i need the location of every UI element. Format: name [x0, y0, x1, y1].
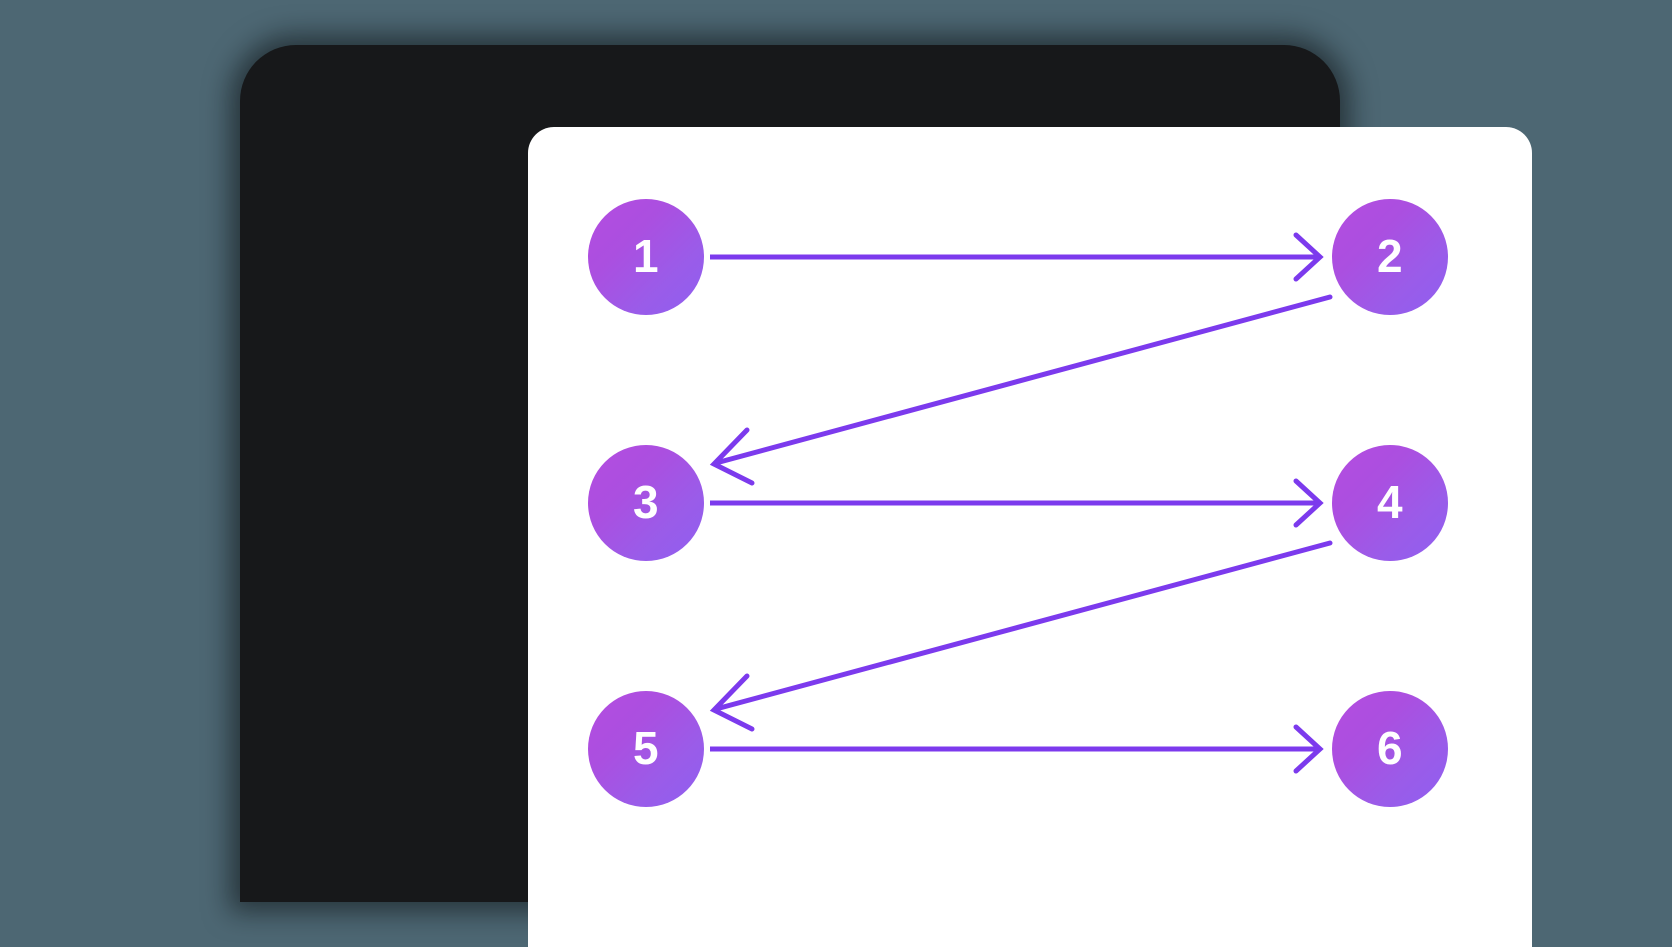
- graph-node-3-label: 3: [632, 476, 660, 528]
- device-bezel: 1 2 3 4 5 6: [240, 45, 1532, 947]
- edge-4-to-5-line: [713, 540, 1333, 712]
- edge-5-to-6: [710, 724, 1324, 774]
- screenshot-stage: 1 2 3 4 5 6: [240, 45, 1532, 947]
- edge-3-to-4-arrowhead: [1293, 478, 1324, 528]
- device-screen: 1 2 3 4 5 6: [528, 127, 1532, 947]
- graph-node-2[interactable]: 2: [1332, 199, 1448, 315]
- flow-diagram: 1 2 3 4 5 6: [528, 127, 1532, 947]
- edge-2-to-3: [709, 294, 1333, 486]
- graph-node-2-label: 2: [1376, 230, 1404, 282]
- graph-node-4[interactable]: 4: [1332, 445, 1448, 561]
- graph-node-1-label: 1: [632, 230, 660, 282]
- edge-4-to-5: [709, 540, 1333, 732]
- edge-2-to-3-arrowhead: [709, 427, 755, 486]
- edge-1-to-2: [710, 232, 1324, 282]
- edge-1-to-2-arrowhead: [1293, 232, 1324, 282]
- graph-node-6-label: 6: [1376, 722, 1404, 774]
- edge-3-to-4: [710, 478, 1324, 528]
- edge-4-to-5-arrowhead: [709, 673, 755, 732]
- graph-node-1[interactable]: 1: [588, 199, 704, 315]
- graph-node-6[interactable]: 6: [1332, 691, 1448, 807]
- edge-2-to-3-line: [713, 294, 1333, 466]
- graph-node-5-label: 5: [632, 722, 660, 774]
- graph-node-4-label: 4: [1376, 476, 1404, 528]
- edge-5-to-6-arrowhead: [1293, 724, 1324, 774]
- edge-layer: [709, 232, 1333, 774]
- graph-node-5[interactable]: 5: [588, 691, 704, 807]
- graph-node-3[interactable]: 3: [588, 445, 704, 561]
